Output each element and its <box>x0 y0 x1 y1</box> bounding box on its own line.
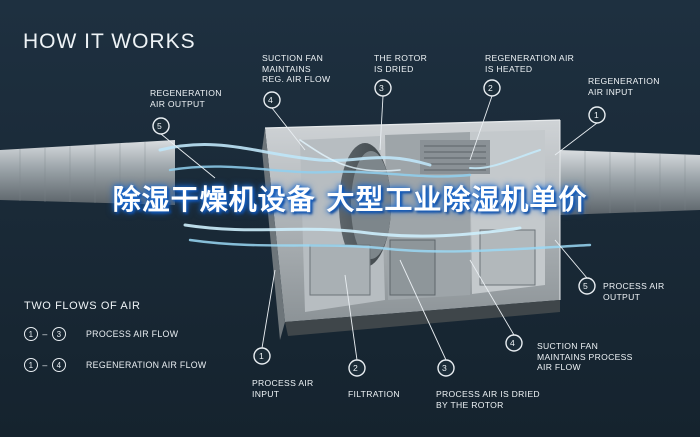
callout-circles-bottom <box>253 277 596 377</box>
left-duct <box>0 140 175 205</box>
callout-label-suction-fan-reg: SUCTION FAN MAINTAINS REG. AIR FLOW <box>262 53 331 84</box>
overlay-title: 除湿干燥机设备 大型工业除湿机单价 <box>112 183 588 216</box>
callout-bottom-number: 2 <box>353 363 359 373</box>
page-title: HOW IT WORKS <box>23 30 196 53</box>
legend-end-marker: 4 <box>52 358 66 372</box>
callout-label-rotor-dried: THE ROTOR IS DRIED <box>374 53 428 74</box>
cabinet <box>262 119 561 340</box>
legend-start-marker: 1 <box>24 358 38 372</box>
callout-top-number: 1 <box>594 110 600 120</box>
right-duct <box>560 150 700 215</box>
callout-circles-top <box>152 79 606 135</box>
callout-bottom-number: 1 <box>259 351 265 361</box>
legend-label: REGENERATION AIR FLOW <box>86 360 207 370</box>
legend-end-marker: 3 <box>52 327 66 341</box>
callout-label-regeneration-air-output: REGENERATION AIR OUTPUT <box>150 88 222 109</box>
callout-label-regeneration-heated: REGENERATION AIR IS HEATED <box>485 53 575 74</box>
legend-row-process: 1 – 3 PROCESS AIR FLOW <box>24 327 178 341</box>
callout-label-process-air-dried: PROCESS AIR IS DRIED BY THE ROTOR <box>436 389 540 410</box>
callout-bottom-number: 5 <box>583 281 589 291</box>
legend-dash: – <box>42 329 48 339</box>
callout-top-number: 2 <box>488 83 494 93</box>
airflow-streams <box>158 139 592 253</box>
callout-label-regeneration-air-input: REGENERATION AIR INPUT <box>588 76 660 97</box>
legend-label: PROCESS AIR FLOW <box>86 329 179 339</box>
callout-bottom-number: 4 <box>510 338 516 348</box>
callout-top-number: 4 <box>268 95 274 105</box>
legend-row-regeneration: 1 – 4 REGENERATION AIR FLOW <box>24 358 207 372</box>
legend-start-marker: 1 <box>24 327 38 341</box>
callout-label-filtration: FILTRATION <box>348 389 400 399</box>
callout-bottom-number: 3 <box>442 363 448 373</box>
leader-lines <box>160 95 598 361</box>
callout-label-process-air-input: PROCESS AIR INPUT <box>252 378 314 399</box>
callout-top-number: 5 <box>157 121 163 131</box>
legend-dash: – <box>42 360 48 370</box>
legend-title: TWO FLOWS OF AIR <box>24 300 141 312</box>
callout-label-suction-fan-process: SUCTION FAN MAINTAINS PROCESS AIR FLOW <box>537 341 633 372</box>
callout-top-number: 3 <box>379 83 385 93</box>
callout-label-process-air-output: PROCESS AIR OUTPUT <box>603 281 665 302</box>
